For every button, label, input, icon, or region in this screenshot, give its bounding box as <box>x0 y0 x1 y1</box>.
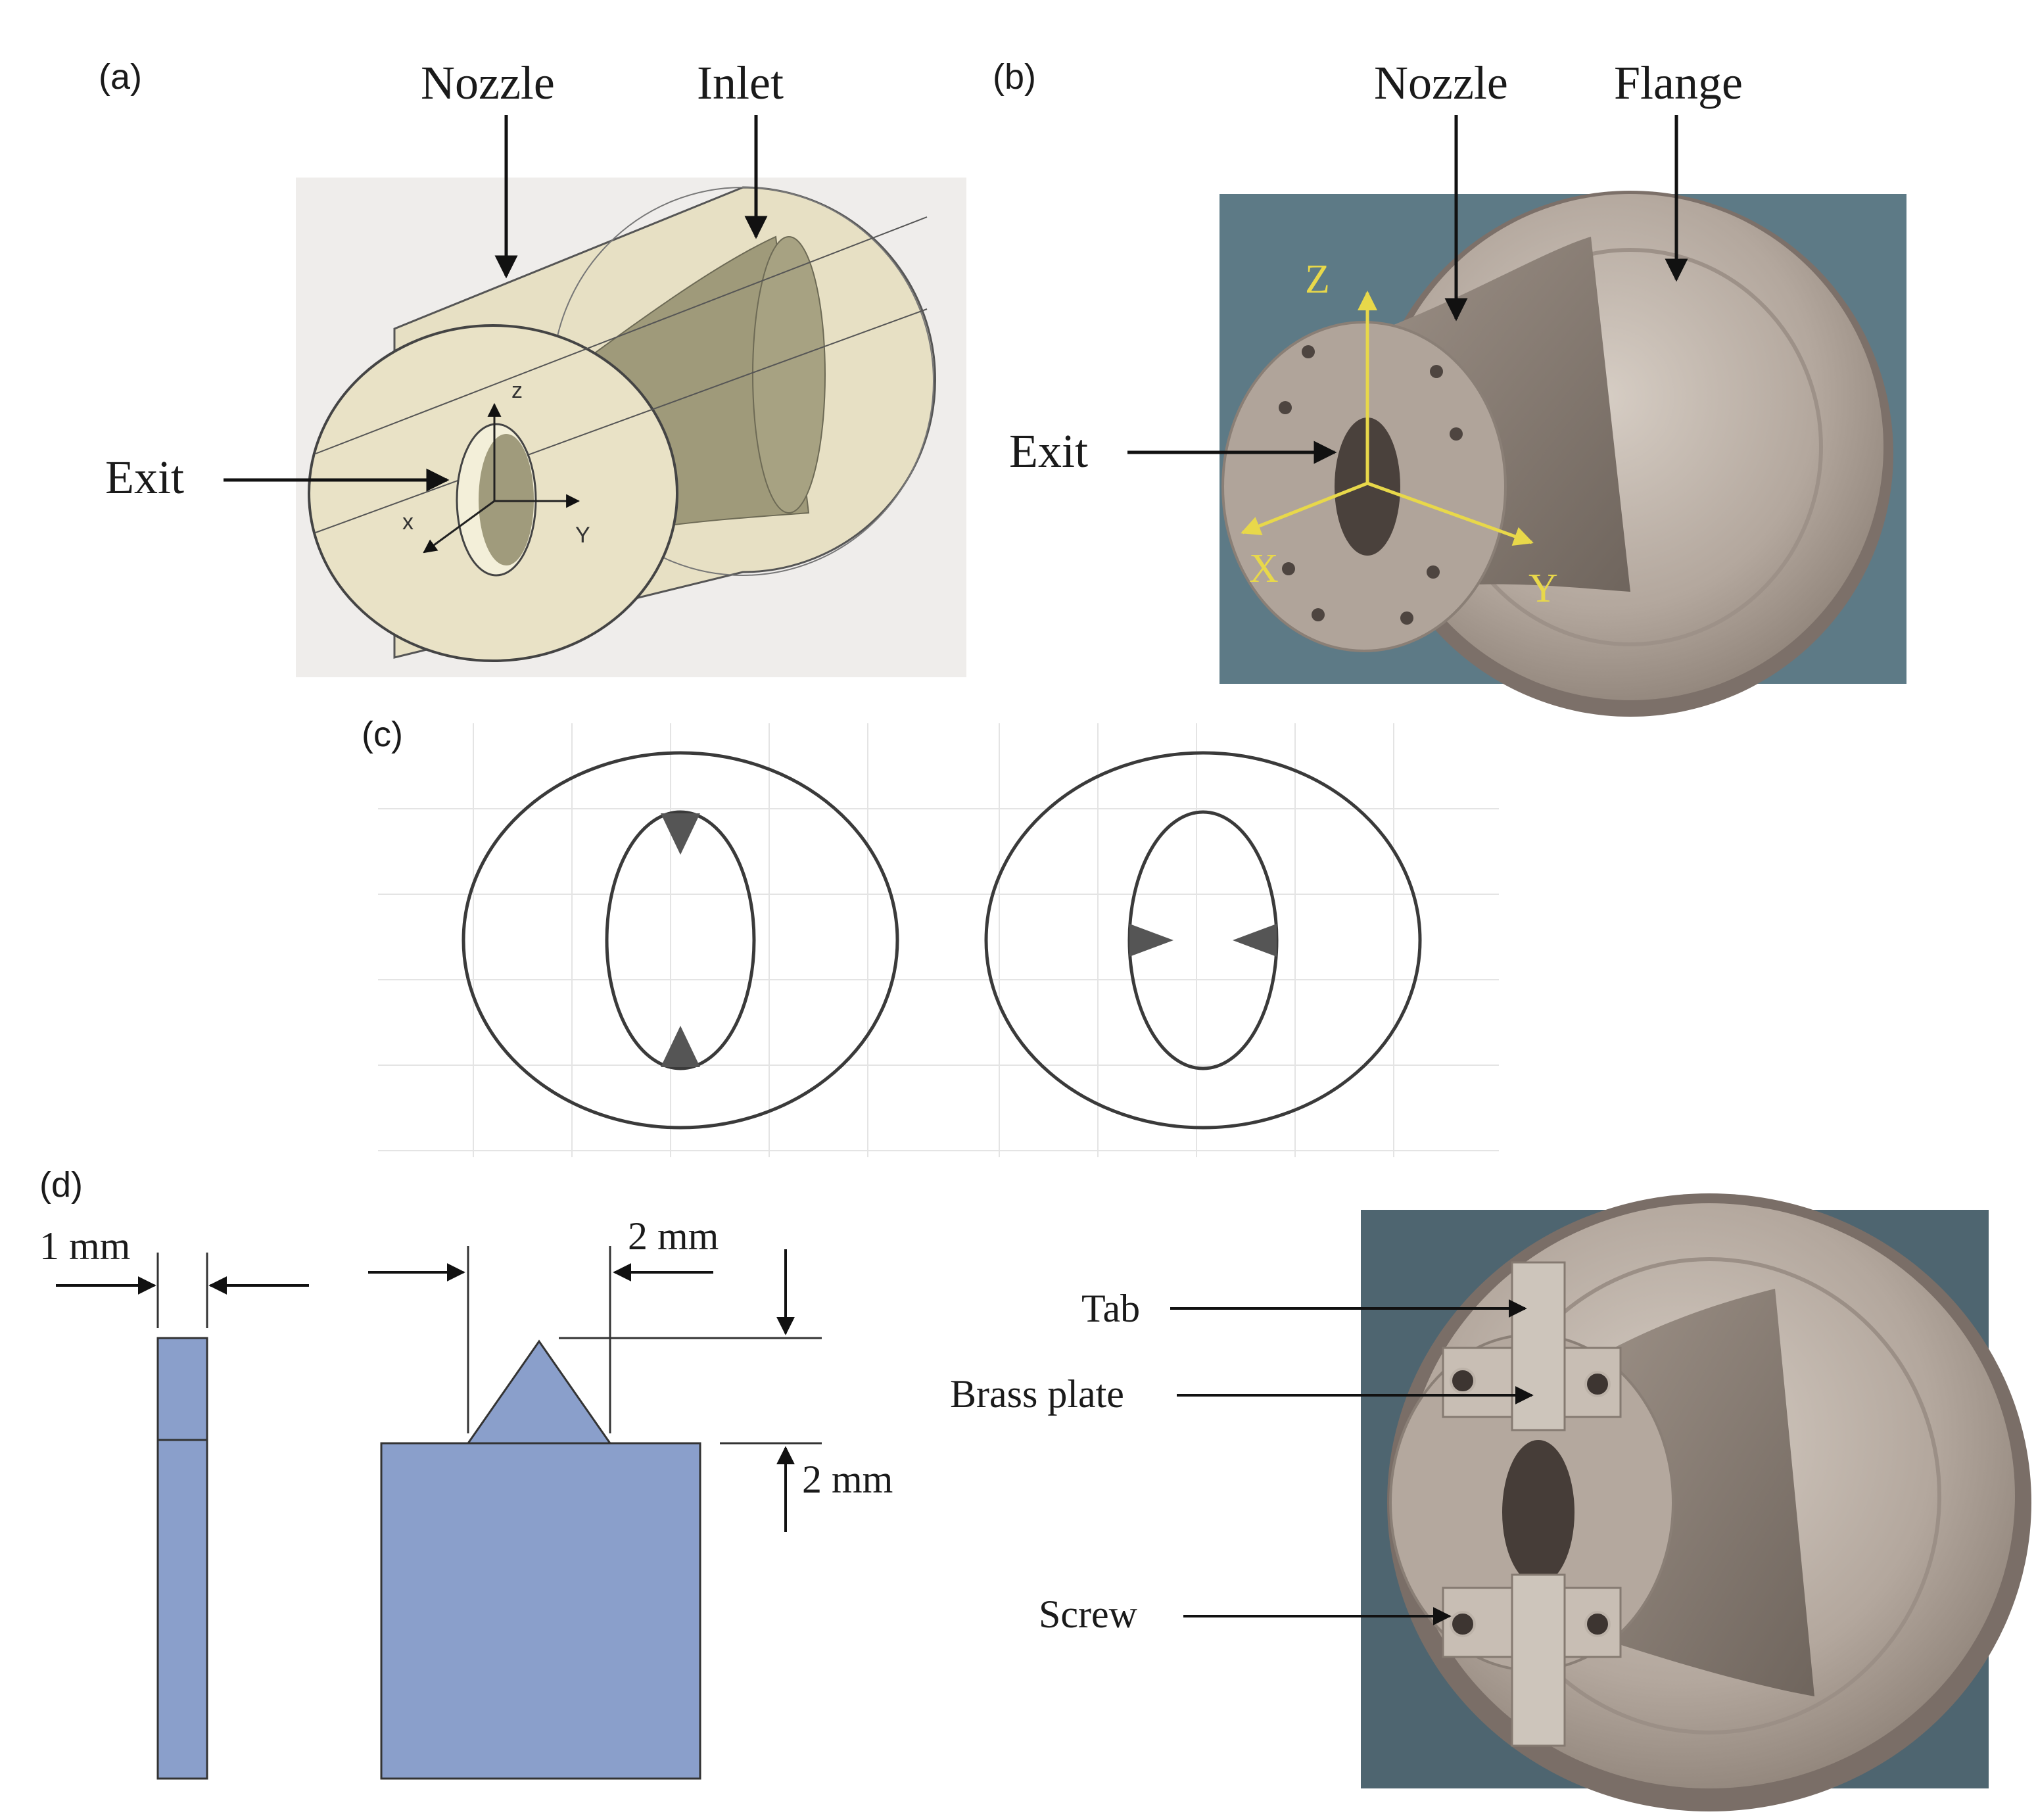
label-inlet-a: Inlet <box>697 57 784 109</box>
cad-axis-y-label: Y <box>575 523 590 548</box>
panel-c: (c) <box>362 715 1499 1157</box>
inlet-opening <box>752 236 826 514</box>
cad-axes: z Y x <box>402 378 590 554</box>
cad-axis-x-label: x <box>402 510 414 535</box>
panel-a-tag: (a) <box>99 57 142 97</box>
label-brass-plate: Brass plate <box>950 1372 1124 1416</box>
label-flange-b: Flange <box>1614 57 1743 109</box>
screws <box>1450 1368 1611 1637</box>
panel-b-tag: (b) <box>993 57 1036 97</box>
bolt-holes <box>1279 345 1463 625</box>
label-exit-a: Exit <box>105 451 184 504</box>
photo-axes: Z Y X <box>1241 257 1558 611</box>
label-nozzle-a: Nozzle <box>421 57 555 109</box>
panel-b: (b) Z Y X <box>993 57 1906 717</box>
exit-hole-inner <box>479 434 534 565</box>
tab-front-body <box>380 1442 701 1780</box>
tab-bottom-photo <box>1511 1573 1566 1747</box>
dim-thickness-label: 1 mm <box>39 1224 130 1268</box>
label-exit-b: Exit <box>1009 425 1088 477</box>
grid-lines <box>378 723 1499 1157</box>
label-screw: Screw <box>1039 1592 1138 1636</box>
elliptic-exit-left <box>605 810 756 1070</box>
outer-circle-right <box>984 751 1422 1130</box>
tab-top-photo <box>1511 1261 1566 1431</box>
exit-opening <box>1335 418 1400 556</box>
label-nozzle-b: Nozzle <box>1374 57 1508 109</box>
panel-a: (a) z Y x <box>99 57 966 677</box>
tab-triangle-tip <box>466 1339 612 1445</box>
outer-circle-left <box>462 751 899 1130</box>
dim-width-label: 2 mm <box>628 1214 719 1258</box>
cad-axis-z-label: z <box>511 378 523 403</box>
tab-config-horizontal <box>984 751 1422 1130</box>
tab-bottom <box>661 1026 700 1067</box>
panel-d: (d) 1 mm 2 mm 2 mm <box>39 1165 2031 1811</box>
nozzle-cad-model: z Y x <box>296 178 966 677</box>
label-tab: Tab <box>1081 1287 1140 1330</box>
panel-d-tag: (d) <box>39 1165 83 1205</box>
photo-axis-y-label: Y <box>1528 566 1558 611</box>
tab-left <box>1129 924 1173 957</box>
tab-front-view: 2 mm 2 mm <box>368 1214 893 1780</box>
photo2-exit-opening <box>1502 1440 1574 1585</box>
tab-top <box>661 813 700 855</box>
panel-c-tag: (c) <box>362 715 403 754</box>
tab-right <box>1233 924 1277 957</box>
photo-axis-z-label: Z <box>1305 257 1330 302</box>
nozzle-photo: Z Y X <box>1219 191 1906 717</box>
tab-side-view: 1 mm <box>39 1224 309 1780</box>
tab-side-body <box>156 1337 208 1780</box>
dim-height-label: 2 mm <box>802 1458 893 1501</box>
tab-config-vertical <box>462 751 899 1130</box>
tabbed-nozzle-photo <box>1361 1193 2031 1811</box>
photo-axis-x-label: X <box>1249 546 1279 591</box>
